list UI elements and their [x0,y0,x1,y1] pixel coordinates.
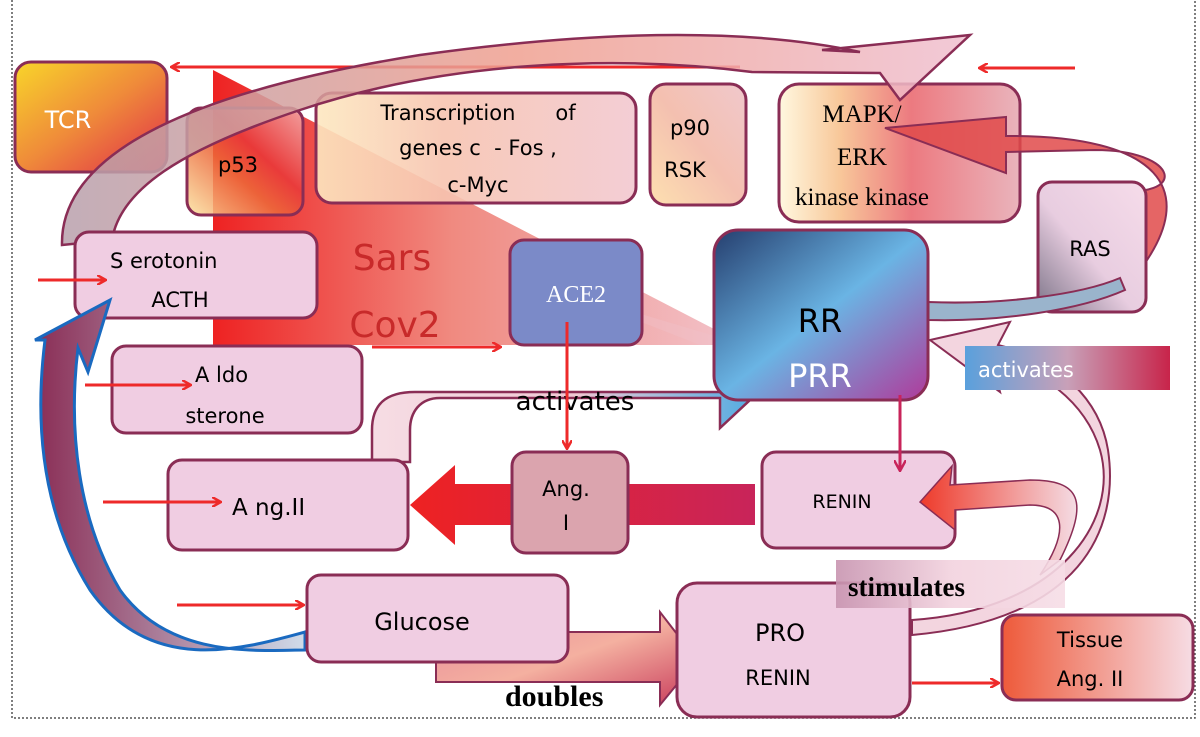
ang2-label: A ng.II [232,495,305,521]
rsk-label: RSK [664,158,707,182]
node-tissue-ang2: Tissue Ang. II [1000,613,1195,702]
sterone-label: sterone [185,404,264,428]
activates-label-box [965,346,1170,390]
node-p90rsk: p90 RSK [648,82,748,207]
node-rr-prr: RR PRR [712,228,930,402]
glucose-label: Glucose [374,608,470,636]
transcription-line-1: Transcription of [379,101,576,125]
curved-arrow-prorenin-to-rr [911,320,1111,637]
node-serotonin-acth: S erotonin ACTH [73,230,319,320]
sars-label: Sars [353,238,431,279]
ace2-label: ACE2 [546,282,606,308]
serotonin-label: S erotonin [110,249,217,273]
ang1-line-1: Ang. [542,477,590,501]
transcription-line-2: genes c - Fos , [399,136,557,160]
activates-label-center: activates [516,387,635,417]
doubles-label: doubles [505,680,603,713]
acth-label: ACTH [151,288,208,312]
activates-label-right: activates [978,358,1074,382]
curved-arrow-serotonin-to-mapk [60,33,974,247]
pro-label: PRO [755,619,805,647]
prr-label: PRR [788,357,852,395]
cov2-label: Cov2 [349,305,440,346]
curved-arrow-glucose-to-serotonin [34,296,307,652]
renin-label: RENIN [812,491,871,513]
band-ras-to-rr [927,276,1127,322]
frame-border [11,0,1196,719]
p53-label: p53 [218,153,258,177]
node-prorenin: PRO RENIN [675,581,912,719]
p90-label: p90 [670,116,710,140]
stimulates-label: stimulates [848,572,965,602]
mapk-line-2: ERK [837,144,887,171]
stimulates-label-box [836,560,1065,608]
transcription-line-3: c-Myc [447,173,508,197]
ras-label: RAS [1069,237,1110,261]
node-ang1: Ang. I [510,450,630,555]
node-glucose: Glucose [305,573,570,664]
node-ang2: A ng.II [166,458,410,552]
tcr-label: TCR [44,106,92,134]
tissue-ang2-label: Ang. II [1057,667,1124,691]
tissue-label: Tissue [1056,628,1123,652]
aldo-label: A ldo [195,363,248,387]
node-ace2: ACE2 [508,238,644,347]
prorenin-renin-label: RENIN [745,666,810,690]
node-mapk-erk: MAPK/ ERK kinase kinase [777,82,1022,224]
arrow-into-renin [918,463,1078,576]
ang1-line-2: I [563,511,569,535]
mapk-line-3: kinase kinase [795,184,929,211]
node-transcription: Transcription of genes c - Fos , c-Myc [314,91,638,205]
mapk-line-1: MAPK/ [822,101,901,128]
rr-label: RR [798,302,842,340]
node-aldosterone: A ldo sterone [110,344,364,435]
